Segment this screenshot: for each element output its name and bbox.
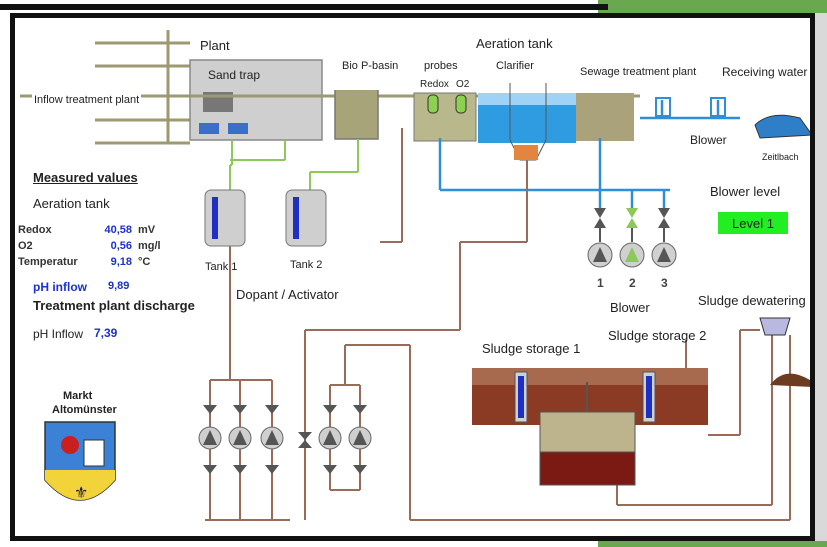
plant-label: Plant	[200, 38, 230, 53]
zeitlbach-icon	[754, 114, 810, 139]
dewatered-sludge-icon	[770, 373, 810, 387]
coat-of-arms-icon: ⚜	[44, 421, 116, 502]
outflow-chamber-1	[655, 97, 671, 117]
o2-unit: mg/l	[138, 240, 161, 252]
dewatering-screen-icon[interactable]	[759, 317, 791, 336]
inflow-label: Inflow treatment plant	[32, 94, 142, 106]
blower-1-icon[interactable]	[587, 242, 613, 268]
sand-trap-bin-1	[199, 123, 219, 134]
blower-label-bottom: Blower	[610, 300, 650, 315]
probes-label: probes	[424, 60, 458, 72]
redox-value: 40,58	[104, 224, 132, 236]
ph-inflow-label: pH inflow	[33, 280, 87, 294]
redox-probe[interactable]	[427, 94, 439, 114]
blower-label-top: Blower	[690, 133, 727, 147]
redox-row-label: Redox	[18, 224, 52, 236]
aeration-surface	[478, 93, 576, 105]
window-border	[10, 13, 815, 541]
zeitlbach-label: Zeitlbach	[762, 152, 799, 162]
clarifier-sludge	[514, 145, 538, 160]
bypass-valve[interactable]	[298, 432, 312, 448]
clarifier-label: Clarifier	[496, 60, 534, 72]
receiving-water-label: Receiving water	[722, 65, 808, 79]
o2-probe[interactable]	[455, 94, 467, 114]
temperature-unit: °C	[138, 256, 151, 268]
blower-level-indicator: Level 1	[718, 212, 788, 234]
svg-text:⚜: ⚜	[74, 483, 88, 502]
bottom-accent-strip	[598, 541, 827, 547]
dosing-pump-2[interactable]	[228, 405, 252, 474]
redox-probe-label: Redox	[420, 79, 449, 90]
o2-probe-label: O2	[456, 79, 470, 90]
sludge-dewatering-label: Sludge dewatering	[698, 293, 806, 308]
bio-p-basin-label: Bio P-basin	[342, 60, 399, 72]
top-accent-strip	[598, 0, 827, 13]
blower-group	[594, 208, 670, 242]
dosing-pump-5[interactable]	[348, 405, 372, 474]
right-shadow	[815, 13, 827, 547]
clarifier-tank[interactable]	[576, 93, 634, 141]
temperature-value: 9,18	[110, 256, 132, 268]
dosing-pipes	[229, 139, 359, 190]
sand-trap-bin-2	[228, 123, 248, 134]
ph-discharge-value: 7,39	[94, 326, 118, 340]
sludge-storage-1-label: Sludge storage 1	[482, 341, 581, 356]
bio-p-basin[interactable]	[334, 90, 379, 140]
top-border-bar	[0, 4, 608, 10]
markt-label: Markt	[63, 390, 93, 402]
sand-trap-label: Sand trap	[208, 68, 261, 82]
sludge-level-2-icon	[642, 371, 656, 423]
sewage-plant-label: Sewage treatment plant	[580, 66, 697, 78]
blower-number-3: 3	[661, 276, 668, 290]
air-pipes	[438, 100, 740, 208]
blower-number-1: 1	[597, 276, 604, 290]
ph-inflow-value: 9,89	[108, 280, 130, 292]
dopant-label: Dopant / Activator	[236, 287, 339, 302]
blower-3-icon[interactable]	[651, 242, 677, 268]
tank-1-icon[interactable]	[204, 189, 246, 247]
redox-unit: mV	[138, 224, 156, 236]
outflow-chamber-2	[710, 97, 726, 117]
tank-1-label: Tank 1	[205, 261, 238, 273]
blower-number-2: 2	[629, 276, 636, 290]
dosing-pump-1[interactable]	[198, 405, 222, 474]
o2-row-label: O2	[18, 240, 33, 252]
sludge-level-1-icon	[514, 371, 528, 423]
aeration-tank-section-title: Aeration tank	[33, 196, 110, 211]
town-label: Altomünster	[52, 404, 117, 416]
tank-2-label: Tank 2	[290, 259, 323, 271]
dosing-pump-3[interactable]	[260, 405, 284, 474]
blower-level-label: Blower level	[710, 184, 781, 199]
tank-2-icon[interactable]	[285, 189, 327, 247]
dosing-pump-4[interactable]	[318, 405, 342, 474]
process-diagram: ⚜	[20, 30, 810, 521]
measured-values-title: Measured values	[33, 170, 138, 185]
sludge-storage-2-label: Sludge storage 2	[608, 328, 707, 343]
discharge-title: Treatment plant discharge	[33, 298, 195, 313]
aeration-tank-label: Aeration tank	[476, 36, 553, 51]
o2-value: 0,56	[110, 240, 132, 252]
ph-discharge-label: pH Inflow	[33, 327, 84, 341]
temperature-row-label: Temperatur	[18, 256, 78, 268]
blower-2-icon[interactable]	[619, 242, 645, 268]
